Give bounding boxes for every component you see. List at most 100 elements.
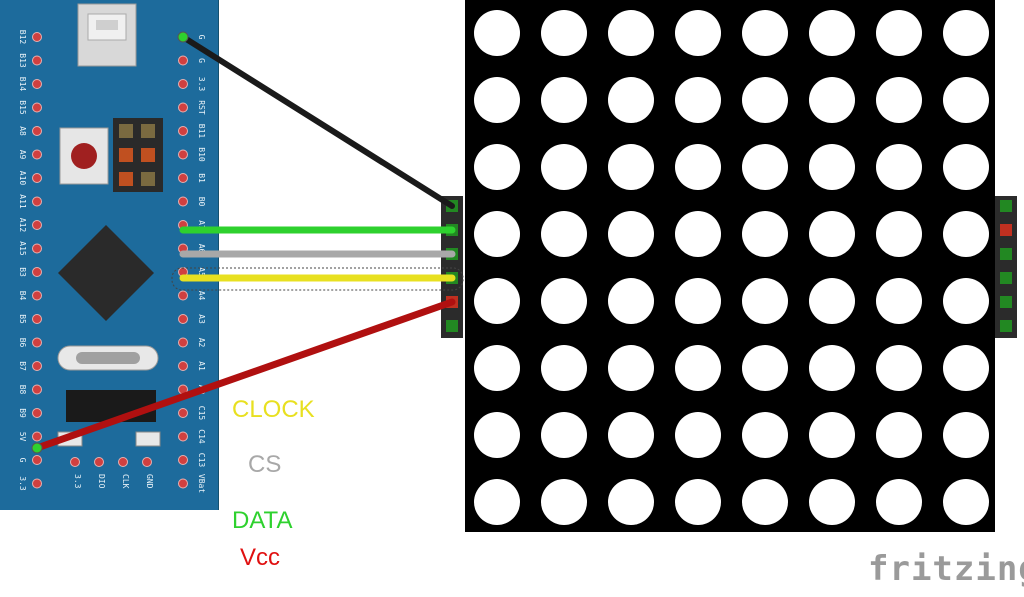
bottom-pin-label: GND <box>145 474 154 489</box>
led-dot <box>608 412 654 458</box>
led-dot <box>876 278 922 324</box>
led-dot <box>809 211 855 257</box>
right-pin <box>178 55 188 66</box>
led-dot <box>474 278 520 324</box>
left-pin-label: B15 <box>18 100 27 115</box>
ground-wire <box>180 34 455 209</box>
led-dot <box>742 479 788 525</box>
right-pin <box>178 431 188 442</box>
led-dot <box>876 479 922 525</box>
right-pin-label: VBat <box>197 474 206 493</box>
led-dot <box>675 144 721 190</box>
led-dot <box>876 211 922 257</box>
left-pin-label: B14 <box>18 77 27 92</box>
right-pin <box>178 102 188 113</box>
left-pin-label: B13 <box>18 53 27 68</box>
left-pin <box>32 314 42 324</box>
right-pin <box>178 149 188 160</box>
led-dot <box>474 479 520 525</box>
led-dot <box>675 77 721 123</box>
bottom-pin <box>94 457 104 467</box>
led-dot <box>474 77 520 123</box>
mcu-chip <box>58 225 154 321</box>
right-pin <box>178 408 188 418</box>
ic-package <box>66 390 156 422</box>
right-pin-label: C14 <box>197 429 206 444</box>
led-dot <box>541 211 587 257</box>
bottom-pin <box>142 457 152 467</box>
matrix-input-header <box>441 196 463 338</box>
led-dot <box>608 345 654 391</box>
right-pin-label: 3.3 <box>197 77 206 92</box>
led-dot <box>474 345 520 391</box>
led-dot <box>541 10 587 56</box>
left-pin-label: B6 <box>18 338 27 348</box>
led-dot <box>876 345 922 391</box>
led-dot <box>809 412 855 458</box>
led-dot <box>675 10 721 56</box>
left-pin <box>32 173 42 183</box>
led-dot <box>742 412 788 458</box>
right-pin <box>178 314 188 324</box>
left-pin-label: B4 <box>18 291 27 301</box>
left-pin <box>32 243 42 254</box>
bottom-pin-label: 3.3 <box>73 474 82 489</box>
right-pin <box>178 455 188 465</box>
left-pin-label: A15 <box>18 241 27 256</box>
left-pin <box>32 478 42 489</box>
right-pin <box>178 79 188 89</box>
right-pin-label: A1 <box>197 361 206 371</box>
right-pin-label: C15 <box>197 406 206 421</box>
crystal <box>57 345 159 371</box>
led-dot <box>742 211 788 257</box>
bottom-pin <box>70 457 80 467</box>
right-pin <box>178 478 188 489</box>
left-pin-label: 3.3 <box>18 476 27 491</box>
led-dot <box>675 345 721 391</box>
led-dot <box>675 211 721 257</box>
led-dot <box>541 144 587 190</box>
right-pin-label: B11 <box>197 124 206 139</box>
led-dot <box>876 144 922 190</box>
right-pin-label: A5 <box>197 267 206 277</box>
right-pin-label: B1 <box>197 173 206 183</box>
led-dot <box>809 10 855 56</box>
left-pin <box>32 32 42 42</box>
led-dot <box>809 144 855 190</box>
bottom-pin <box>118 457 128 467</box>
left-pin-label: B9 <box>18 408 27 418</box>
cs-label: CS <box>248 451 282 478</box>
led-dot <box>809 345 855 391</box>
led-dot <box>541 77 587 123</box>
led-dot <box>541 345 587 391</box>
left-pin <box>32 361 42 371</box>
jumper-header <box>113 118 163 192</box>
left-pin-label: B5 <box>18 314 27 324</box>
led-dot <box>608 479 654 525</box>
led-dot <box>541 479 587 525</box>
led-dot <box>943 345 989 391</box>
vcc-label: Vcc <box>240 544 281 571</box>
led-dot <box>608 211 654 257</box>
left-pin <box>32 55 42 66</box>
led-dot <box>809 278 855 324</box>
led-dot <box>876 77 922 123</box>
bottom-pin-label: CLK <box>121 474 130 489</box>
fritzing-logo: fritzing <box>868 549 1024 589</box>
led-dot <box>742 144 788 190</box>
right-pin <box>178 196 188 207</box>
led-dot <box>474 10 520 56</box>
led-dot <box>943 479 989 525</box>
left-pin-row: B12B13B14B15A8A9A10A11A12A15B3B4B5B6B7B8… <box>18 30 42 491</box>
right-pin-label: C13 <box>197 453 206 468</box>
right-pin <box>178 290 188 301</box>
led-dot <box>943 412 989 458</box>
data-label: DATA <box>232 507 293 534</box>
left-pin <box>32 431 42 442</box>
led-dot <box>474 412 520 458</box>
clock-label: CLOCK <box>232 396 315 423</box>
led-dot <box>608 144 654 190</box>
right-pin <box>178 337 188 348</box>
